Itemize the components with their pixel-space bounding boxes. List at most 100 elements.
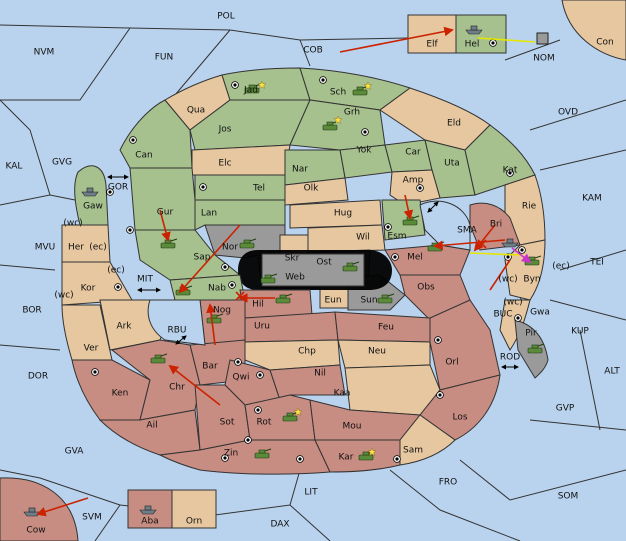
sea-label: BUC (493, 310, 512, 320)
province-label: Nar (292, 165, 308, 175)
province-label: Aba (141, 517, 158, 527)
sea-label: NOM (533, 54, 555, 64)
province-chp[interactable] (244, 339, 341, 371)
province-label: Ark (116, 322, 132, 332)
province-label: Olk (304, 184, 320, 194)
province-kar[interactable] (314, 439, 401, 473)
province-label: Sot (220, 418, 235, 428)
province-label: Uru (254, 322, 270, 332)
coast-labels: (wc) (ec) (ec) (wc) (ec) (wc) (wc) (54, 219, 569, 308)
province-label: Amp (403, 176, 424, 186)
sea-label: MVU (35, 243, 56, 253)
province-label: Eld (447, 119, 461, 129)
province-label: Chp (298, 347, 316, 357)
province-label: Orn (186, 517, 202, 527)
central-lake-inner (261, 253, 365, 287)
province-label: Pir (525, 329, 537, 339)
province-label: Sun (360, 296, 377, 306)
sea-label: SMA (457, 226, 477, 236)
province-label: Sch (330, 88, 346, 98)
province-label: Qwi (233, 373, 250, 383)
province-bri[interactable] (469, 202, 521, 251)
sea-label: POL (217, 12, 235, 22)
province-olk[interactable] (284, 177, 349, 206)
coast-label: (wc) (498, 275, 517, 285)
province-label: Obs (417, 283, 435, 293)
sea-label: TEI (589, 258, 604, 268)
orders (36, 26, 536, 517)
sea-label: SOM (558, 492, 579, 502)
province-label: Gaw (83, 202, 103, 212)
province-wil[interactable] (307, 224, 386, 253)
fleet-unit (536, 32, 549, 45)
province-label: Neu (368, 347, 386, 357)
land-labels: Jad Sch Qua Grh Jos Eld Can Yok Car Elc … (26, 40, 550, 536)
coast-label: (wc) (63, 219, 82, 229)
inlet-rbu (147, 299, 206, 346)
province-label: Wil (356, 233, 370, 243)
sea-labels: POL NVM FUN COB NOM Con OVD KAL GVG GOR … (6, 12, 621, 530)
province-label: Ost (316, 258, 332, 268)
province-elc[interactable] (191, 144, 291, 176)
province-label: Esm (387, 232, 406, 242)
province-label: Skr (285, 254, 300, 264)
sea-label: GVP (556, 404, 575, 414)
province-label: Qua (187, 106, 205, 116)
sea-label: ROD (500, 353, 520, 363)
province-tel[interactable] (194, 174, 286, 201)
passage-markers (107, 174, 519, 370)
province-label: Elc (218, 159, 231, 169)
sea-label: KAL (6, 162, 23, 172)
province-mel[interactable] (384, 244, 471, 276)
province-label: Hug (334, 209, 352, 219)
sea-label: GVG (52, 158, 72, 168)
province-sam[interactable] (399, 414, 456, 466)
province-label: Hil (252, 300, 264, 310)
sea-label: LIT (304, 488, 318, 498)
province-label: Jos (218, 125, 232, 135)
sea-label: KAM (582, 194, 602, 204)
sea-label: FRO (439, 478, 458, 488)
sea-label: MIT (137, 275, 153, 285)
province-label: Sam (403, 446, 423, 456)
province-label: Zin (224, 449, 238, 459)
sea-label: DAX (270, 520, 289, 530)
sea-label: NVM (34, 48, 55, 58)
province-label: Yok (355, 146, 372, 156)
province-label: Eun (324, 296, 341, 306)
province-label: Her (68, 243, 84, 253)
province-ail[interactable] (98, 409, 201, 456)
sea-label: GOR (108, 183, 128, 193)
province-label: Orl (445, 358, 458, 368)
province-label: Nog (213, 306, 231, 316)
province-label: Byn (523, 275, 540, 285)
province-can[interactable] (119, 99, 193, 169)
province-label: Kat (503, 166, 518, 176)
province-label: Nil (314, 369, 326, 379)
province-nil[interactable] (269, 364, 346, 401)
sea-label: COB (303, 46, 323, 56)
province-label: Ken (112, 389, 129, 399)
sea-label: KUP (571, 327, 589, 337)
province-label: Nor (222, 243, 238, 253)
province-label: Web (285, 273, 305, 283)
province-label: Sap (194, 253, 211, 263)
province-label: Kar (339, 453, 354, 463)
coast-label: (ec) (552, 262, 570, 272)
province-hel[interactable] (455, 14, 507, 54)
coast-label: (ec) (89, 243, 107, 253)
sea-label: ALT (604, 367, 620, 377)
coast-label: (wc) (54, 291, 73, 301)
province-label: Car (405, 148, 421, 158)
sea-borders (0, 24, 626, 541)
province-label: Uta (444, 159, 460, 169)
province-label: Los (452, 413, 467, 423)
sea-label: Con (596, 38, 614, 48)
province-label: Cow (26, 526, 45, 536)
province-orn[interactable] (171, 489, 217, 529)
province-label: Mel (407, 253, 423, 263)
province-uta[interactable] (424, 139, 476, 199)
province-amp[interactable] (389, 169, 441, 206)
province-label: Gwa (530, 308, 550, 318)
